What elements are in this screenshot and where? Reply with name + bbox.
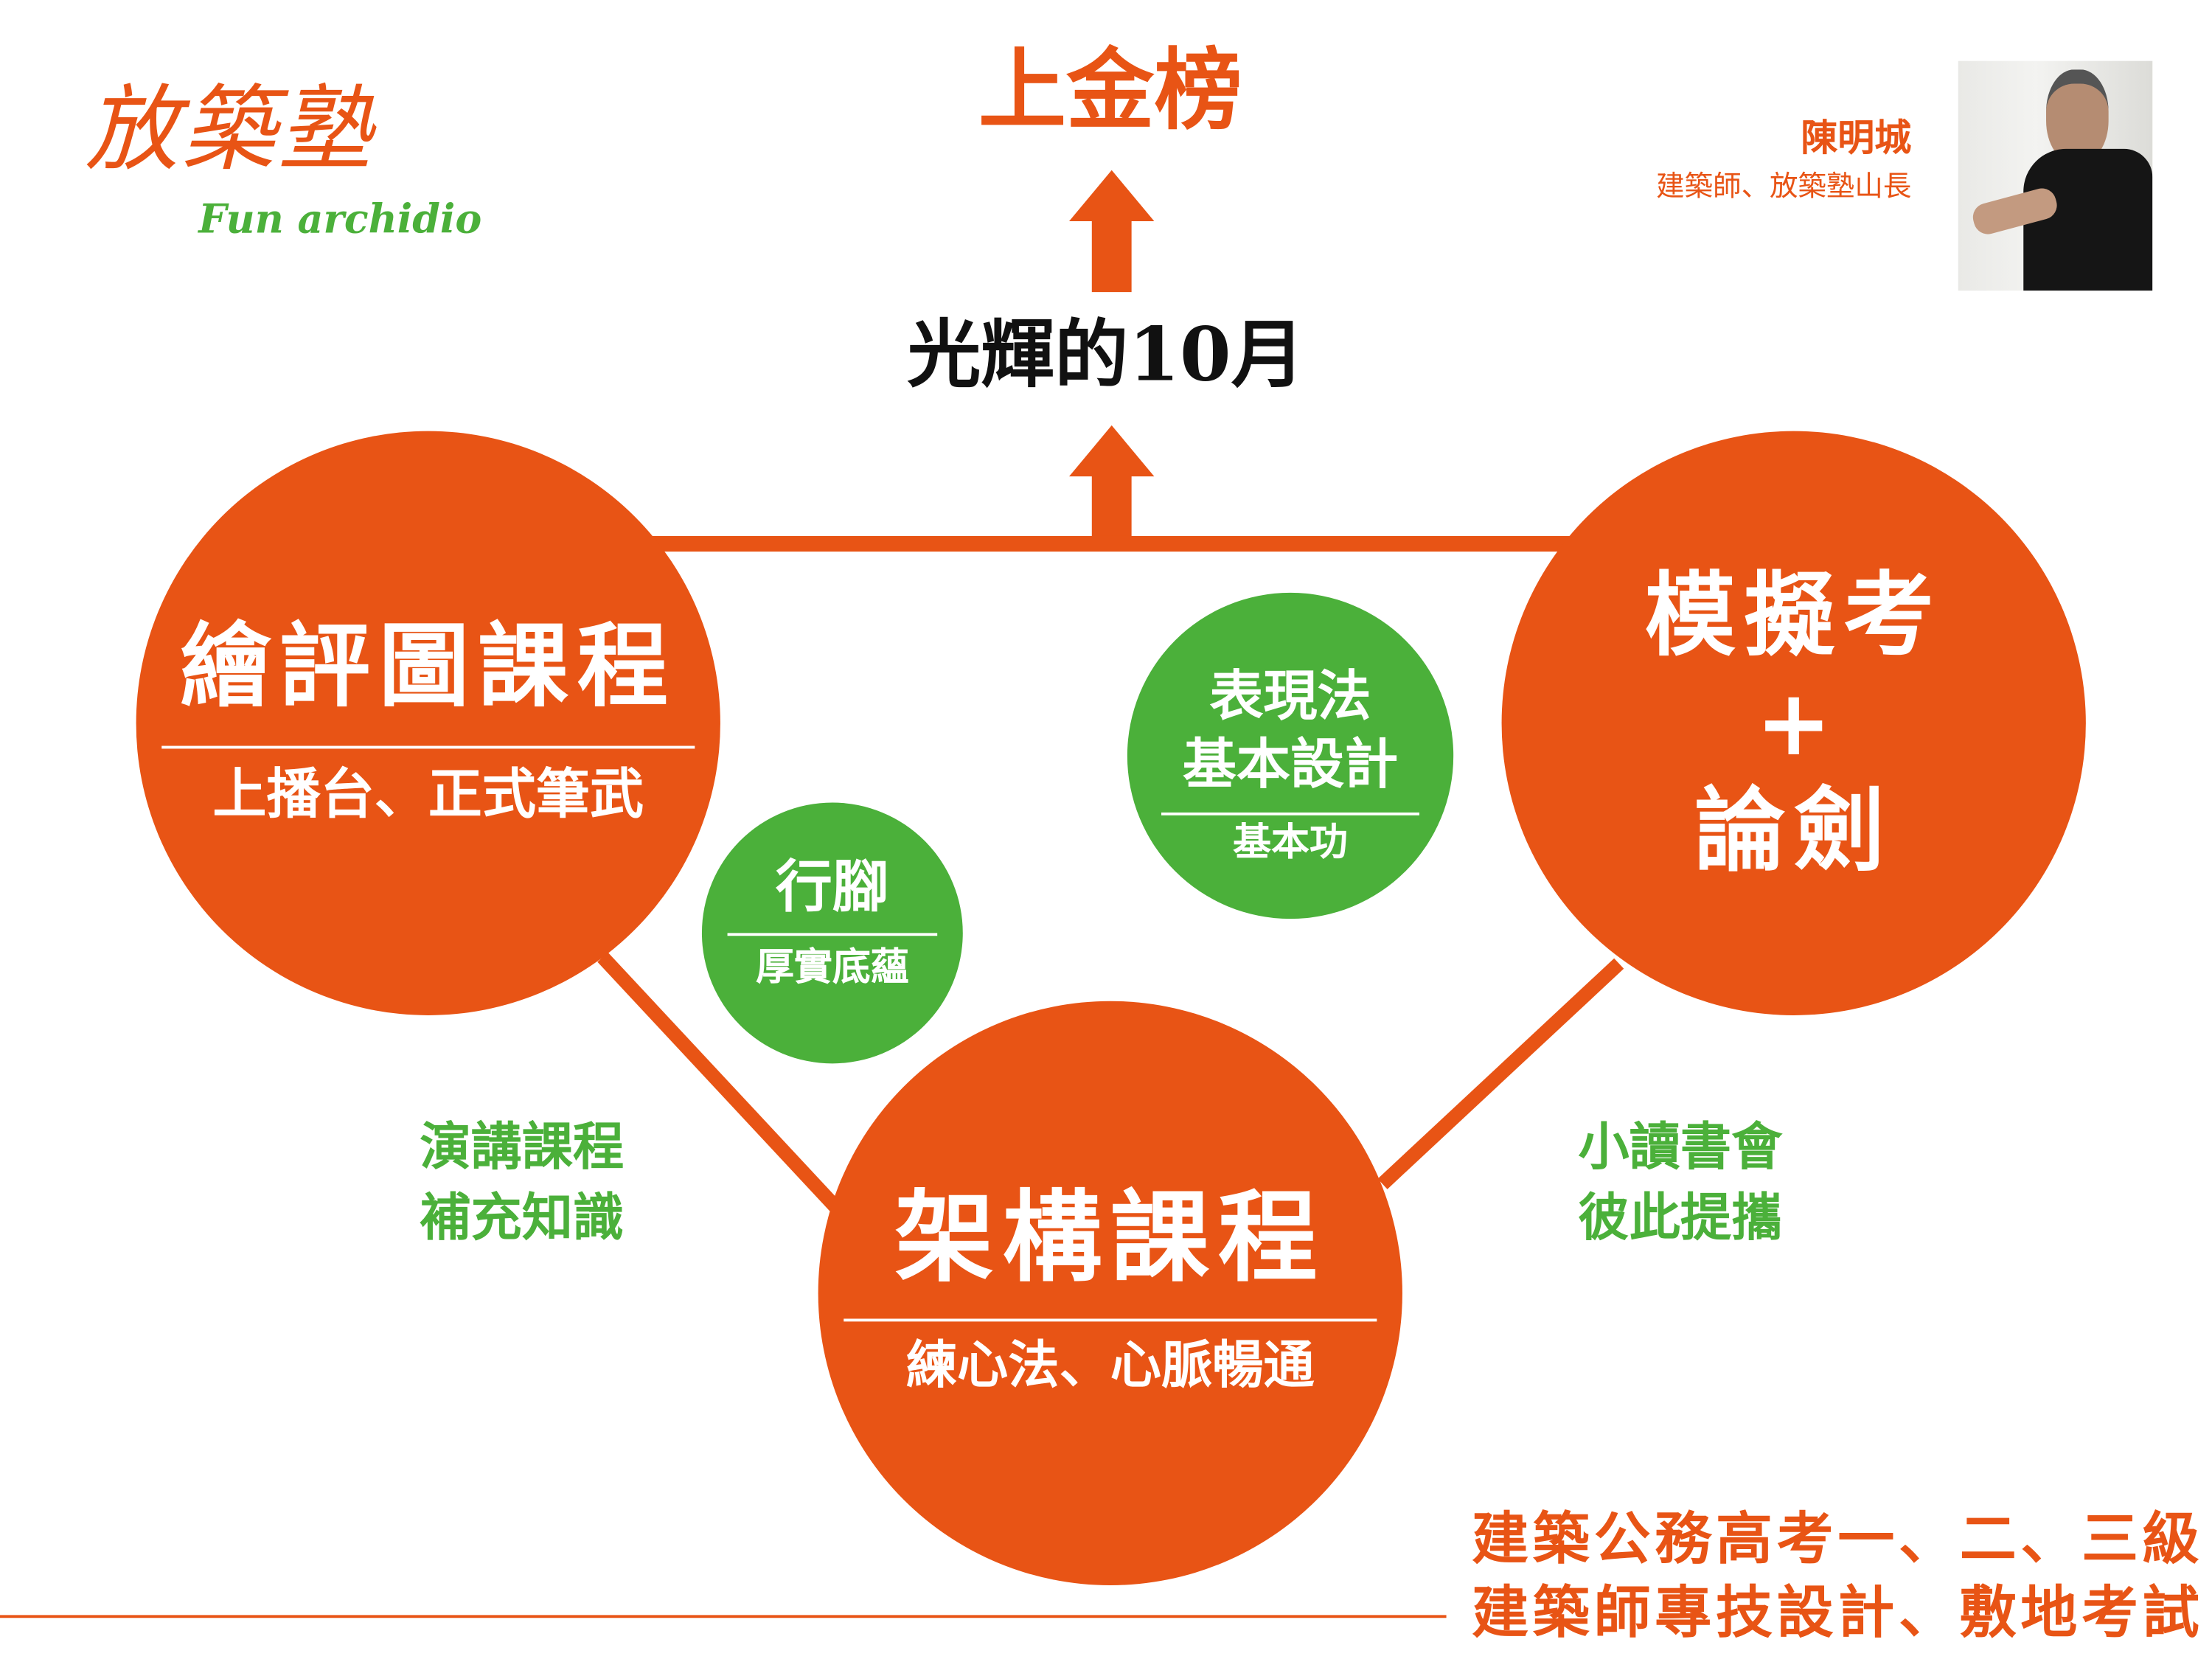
divider xyxy=(161,745,695,748)
side-note-left: 演講課程 補充知識 xyxy=(420,1113,624,1255)
connector-top xyxy=(652,535,1574,552)
circle-subtitle: 基本功 xyxy=(1233,821,1348,866)
circle-title: 繪評圖課程 xyxy=(180,613,677,720)
circle-subtitle: 厚實底蘊 xyxy=(756,945,909,990)
side-note-right: 小讀書會 彼此提攜 xyxy=(1578,1113,1782,1255)
logo-chinese: 放築塾 xyxy=(85,74,375,185)
side-note-line: 演講課程 xyxy=(420,1119,625,1178)
circle-subtitle: 練心法、心脈暢通 xyxy=(905,1337,1315,1396)
goal-title: 上金榜 xyxy=(978,38,1242,142)
circle-drawing-review-course: 繪評圖課程 上播台、正式筆武 xyxy=(136,431,720,1015)
divider xyxy=(844,1318,1377,1321)
circle-field-trip: 行腳 厚實底蘊 xyxy=(701,802,963,1064)
person-title: 建築師、放築塾山長 xyxy=(1656,168,1912,204)
circle-subtitle: 上播台、正式筆武 xyxy=(212,762,644,826)
divider xyxy=(727,933,938,936)
circle-mock-exam: 模擬考 + 論劍 xyxy=(1501,431,2086,1015)
arrow-up-icon xyxy=(1069,425,1155,548)
side-note-line: 彼此提攜 xyxy=(1578,1189,1783,1248)
footer-line1: 建築公務高考一、二、三級 xyxy=(1472,1507,2204,1573)
circle-line1: 表現法 xyxy=(1209,664,1371,728)
circle-basic-design: 表現法 基本設計 基本功 xyxy=(1127,592,1454,919)
plus-icon: + xyxy=(1756,672,1832,777)
divider xyxy=(1161,812,1420,815)
milestone-title: 光輝的10月 xyxy=(907,312,1305,399)
circle-line1: 模擬考 xyxy=(1644,563,1943,669)
logo-english: Fun archidio xyxy=(198,195,482,243)
person-name: 陳明城 xyxy=(1801,117,1912,161)
footer-rule xyxy=(0,1615,1447,1618)
circle-framework-course: 架構課程 練心法、心脈暢通 xyxy=(818,1001,1402,1586)
footer-line2: 建築師專技設計、敷地考試 xyxy=(1472,1581,2204,1646)
circle-title: 行腳 xyxy=(775,853,889,921)
circle-line2: 論劍 xyxy=(1694,778,1893,886)
circle-title: 架構課程 xyxy=(894,1178,1326,1296)
side-note-line: 補充知識 xyxy=(420,1189,625,1248)
person-photo xyxy=(1958,60,2153,291)
side-note-line: 小讀書會 xyxy=(1578,1119,1783,1178)
arrow-up-icon xyxy=(1069,170,1155,293)
circle-line2: 基本設計 xyxy=(1182,731,1399,796)
